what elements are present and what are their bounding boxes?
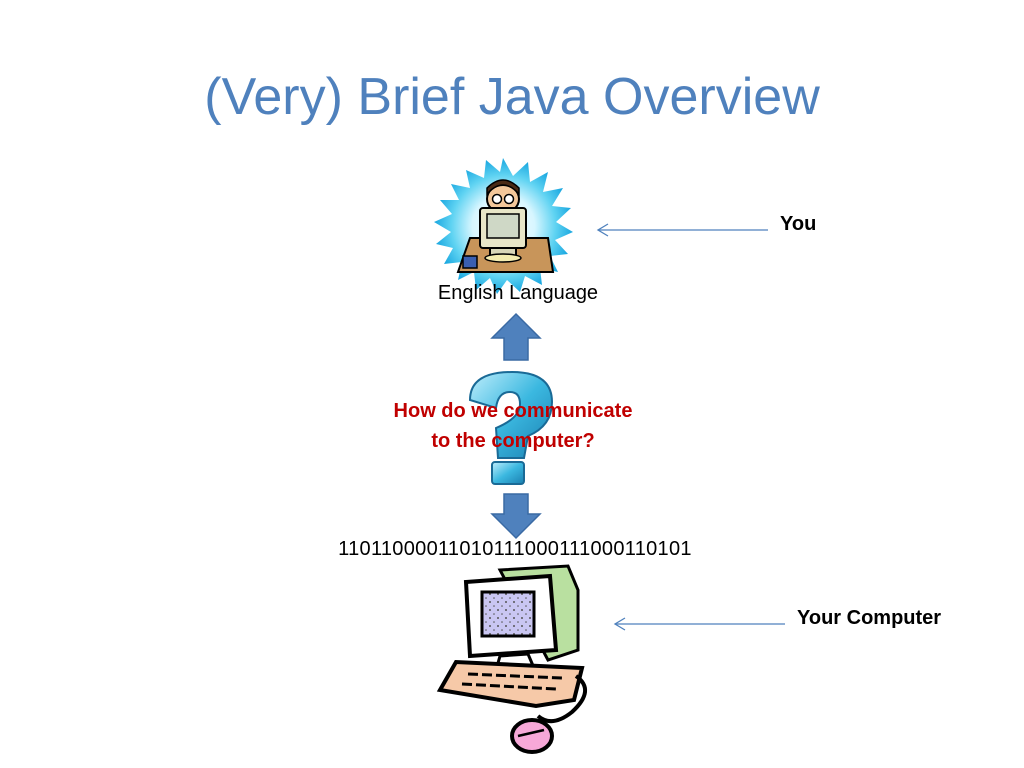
english-language-label: English Language (437, 282, 599, 304)
down-arrow (490, 493, 542, 540)
question-mark-icon (468, 370, 554, 485)
question-line-1: How do we communicate (393, 400, 633, 422)
computer-icon (436, 564, 587, 754)
binary-code-label: 11011000011010111000111000110101 (338, 538, 692, 560)
slide-title: (Very) Brief Java Overview (204, 68, 820, 126)
arrow-to-computer (613, 617, 785, 631)
programmer-icon (434, 158, 573, 294)
your-computer-label: Your Computer (797, 607, 942, 629)
arrow-to-you (596, 223, 768, 237)
question-text: How do we communicate to the computer? (363, 396, 663, 456)
you-label: You (780, 213, 817, 235)
question-line-2: to the computer? (431, 430, 595, 452)
up-arrow (490, 312, 542, 361)
